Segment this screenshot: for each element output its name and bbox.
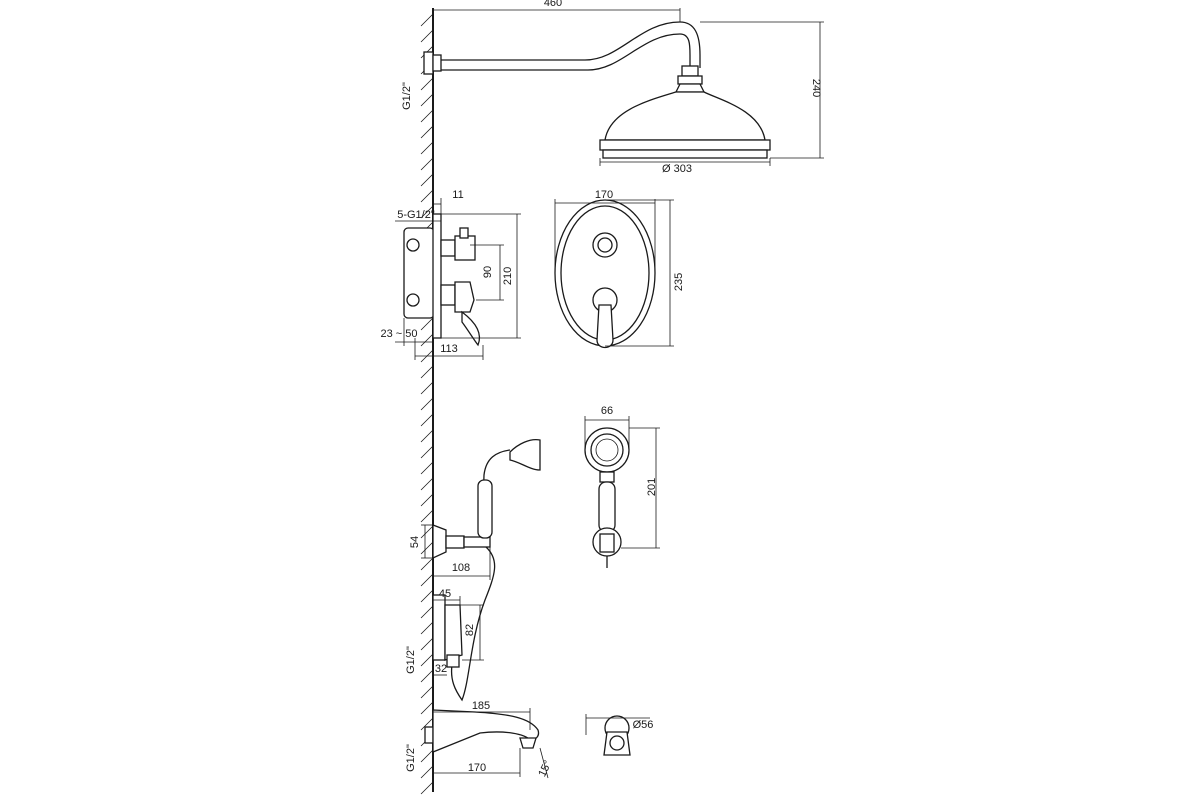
dim-mixer-depth: 23 ~ 50 xyxy=(380,328,417,340)
dimension-labels: 460 240 Ø 303 G1/2" 11 5-G1/2" 90 210 23… xyxy=(380,0,822,779)
mixer-side-view xyxy=(403,213,481,347)
dim-spout-thread: G1/2" xyxy=(405,744,417,772)
dim-plate-height: 235 xyxy=(673,273,685,291)
dim-spout-length: 185 xyxy=(472,700,490,712)
wall-elbow xyxy=(432,594,463,668)
dim-arm-thread: G1/2" xyxy=(401,82,413,110)
dim-arm-length: 460 xyxy=(544,0,562,9)
dim-hand-length: 201 xyxy=(646,478,658,496)
mixer-front-plate xyxy=(554,199,656,349)
dim-spout-diameter: Ø56 xyxy=(633,719,654,731)
dim-mixer-gap: 11 xyxy=(452,189,463,201)
dim-mixer-projection: 113 xyxy=(440,343,458,355)
dim-spout-angle: 15° xyxy=(536,759,554,779)
dim-elbow-width: 45 xyxy=(439,588,451,600)
dim-elbow-depth: 32 xyxy=(435,663,447,675)
dim-mixer-spacing: 90 xyxy=(482,266,494,278)
bath-spout xyxy=(424,709,540,753)
dim-head-diameter: Ø 303 xyxy=(662,163,692,175)
dim-elbow-height: 82 xyxy=(464,624,476,636)
dim-mixer-threads: 5-G1/2" xyxy=(397,209,435,221)
dim-elbow-thread: G1/2" xyxy=(405,646,417,674)
hand-shower-side xyxy=(432,438,541,702)
dim-hand-width: 66 xyxy=(601,405,613,417)
dim-plate-width: 170 xyxy=(595,189,613,201)
overhead-shower xyxy=(423,21,771,159)
dimension-lines xyxy=(395,8,824,779)
dim-holder-height: 54 xyxy=(409,536,421,548)
spout-front xyxy=(603,715,631,756)
hand-shower-front xyxy=(584,427,630,568)
dim-holder-projection: 108 xyxy=(452,562,470,574)
dim-mixer-height: 210 xyxy=(502,267,514,285)
dim-head-height: 240 xyxy=(810,79,822,97)
wall xyxy=(420,8,434,795)
dim-spout-projection: 170 xyxy=(468,762,486,774)
